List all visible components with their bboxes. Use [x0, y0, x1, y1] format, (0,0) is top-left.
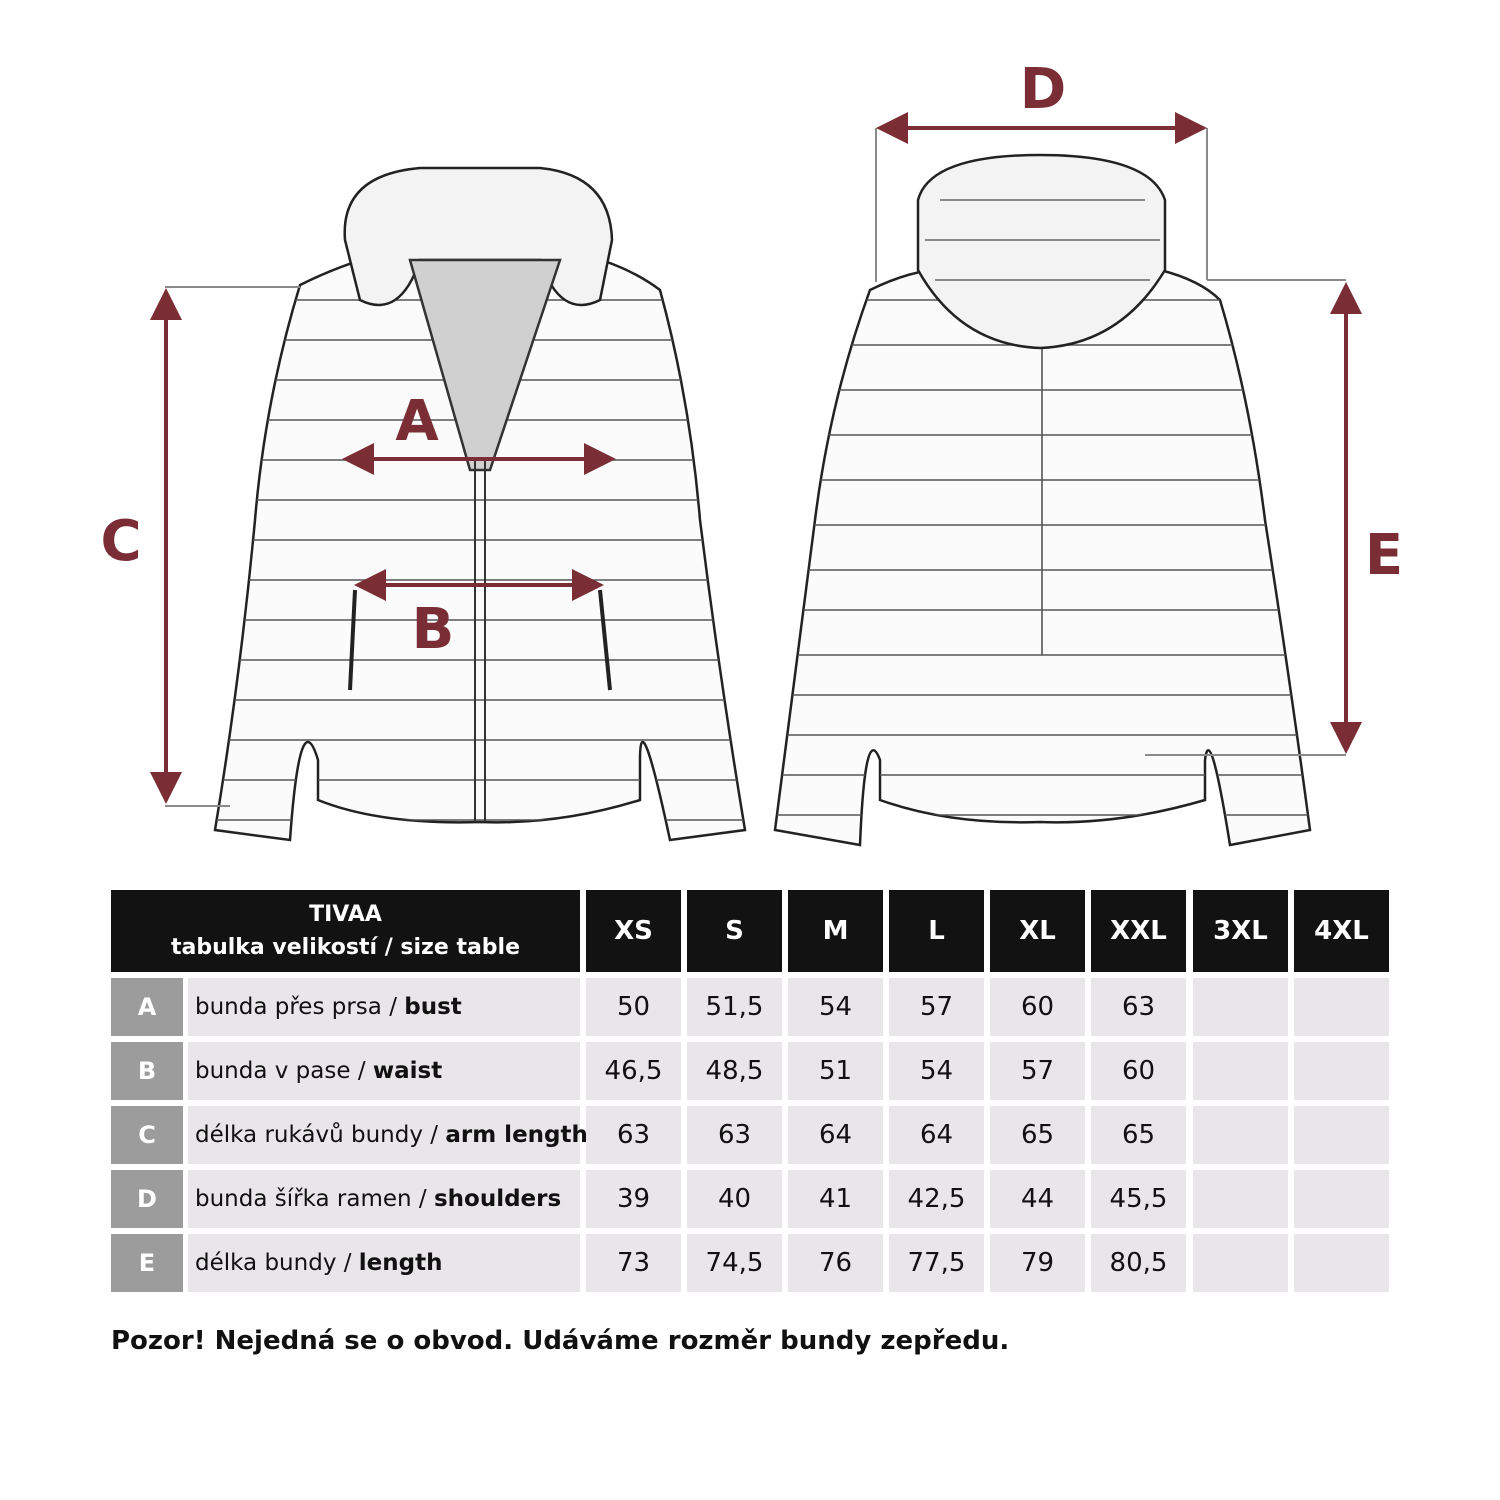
table-cell: 60	[1091, 1042, 1186, 1100]
row-description: bunda šířka ramen / shoulders	[188, 1170, 580, 1228]
table-cell	[1294, 978, 1389, 1036]
size-header-4xl: 4XL	[1294, 890, 1389, 972]
size-header-xs: XS	[586, 890, 681, 972]
description-en: arm length	[445, 1122, 588, 1148]
table-header-title: TIVAA tabulka velikostí / size table	[111, 890, 580, 972]
label-c: C	[100, 509, 141, 574]
table-cell: 42,5	[889, 1170, 984, 1228]
table-cell: 57	[889, 978, 984, 1036]
row-letter: D	[111, 1170, 183, 1228]
description-cz: délka bundy /	[195, 1250, 359, 1276]
row-letter: C	[111, 1106, 183, 1164]
table-cell	[1193, 1106, 1288, 1164]
row-description: délka rukávů bundy / arm length	[188, 1106, 588, 1164]
table-cell: 44	[990, 1170, 1085, 1228]
table-cell: 79	[990, 1234, 1085, 1292]
description-en: shoulders	[433, 1186, 562, 1212]
front-jacket-drawing	[213, 166, 747, 842]
size-header-m: M	[788, 890, 883, 972]
table-cell: 40	[687, 1170, 782, 1228]
table-cell: 39	[586, 1170, 681, 1228]
table-cell	[1294, 1106, 1389, 1164]
description-en: bust	[404, 994, 462, 1020]
table-cell	[1193, 1170, 1288, 1228]
table-cell	[1294, 1042, 1389, 1100]
size-header-xl: XL	[990, 890, 1085, 972]
table-cell: 64	[889, 1106, 984, 1164]
table-cell: 65	[1091, 1106, 1186, 1164]
label-d: D	[1020, 57, 1066, 122]
table-cell: 46,5	[586, 1042, 681, 1100]
size-header-3xl: 3XL	[1193, 890, 1288, 972]
table-title: tabulka velikostí / size table	[170, 935, 521, 960]
table-cell: 65	[990, 1106, 1085, 1164]
table-cell: 48,5	[687, 1042, 782, 1100]
table-cell: 41	[788, 1170, 883, 1228]
table-cell: 74,5	[687, 1234, 782, 1292]
label-e: E	[1365, 523, 1403, 588]
size-header-xxl: XXL	[1091, 890, 1186, 972]
table-cell: 54	[889, 1042, 984, 1100]
row-letter: E	[111, 1234, 183, 1292]
table-cell: 45,5	[1091, 1170, 1186, 1228]
table-cell	[1193, 978, 1288, 1036]
size-header-l: L	[889, 890, 984, 972]
description-cz: bunda v pase /	[195, 1058, 373, 1084]
row-description: délka bundy / length	[188, 1234, 580, 1292]
table-cell: 51,5	[687, 978, 782, 1036]
table-cell: 63	[687, 1106, 782, 1164]
note-text: Pozor! Nejedná se o obvod. Udáváme rozmě…	[111, 1326, 1010, 1356]
table-cell: 60	[990, 978, 1085, 1036]
description-cz: bunda šířka ramen /	[195, 1186, 434, 1212]
label-a: A	[395, 389, 439, 454]
label-b: B	[412, 597, 455, 662]
table-cell: 51	[788, 1042, 883, 1100]
brand-name: TIVAA	[309, 902, 382, 927]
table-cell: 57	[990, 1042, 1085, 1100]
row-description: bunda v pase / waist	[188, 1042, 580, 1100]
jacket-illustration: A B C D E	[100, 57, 1403, 847]
description-cz: bunda přes prsa /	[195, 994, 405, 1020]
table-cell: 76	[788, 1234, 883, 1292]
table-cell: 50	[586, 978, 681, 1036]
row-letter: B	[111, 1042, 183, 1100]
description-en: length	[358, 1250, 443, 1276]
table-cell: 77,5	[889, 1234, 984, 1292]
table-cell: 63	[1091, 978, 1186, 1036]
row-description: bunda přes prsa / bust	[188, 978, 580, 1036]
table-cell	[1193, 1042, 1288, 1100]
table-cell	[1193, 1234, 1288, 1292]
table-cell	[1294, 1234, 1389, 1292]
table-cell: 63	[586, 1106, 681, 1164]
description-cz: délka rukávů bundy /	[195, 1122, 446, 1148]
table-cell: 73	[586, 1234, 681, 1292]
description-en: waist	[372, 1058, 443, 1084]
table-cell: 54	[788, 978, 883, 1036]
table-cell: 80,5	[1091, 1234, 1186, 1292]
size-header-s: S	[687, 890, 782, 972]
table-cell: 64	[788, 1106, 883, 1164]
table-cell	[1294, 1170, 1389, 1228]
row-letter: A	[111, 978, 183, 1036]
back-jacket-drawing	[773, 153, 1312, 847]
